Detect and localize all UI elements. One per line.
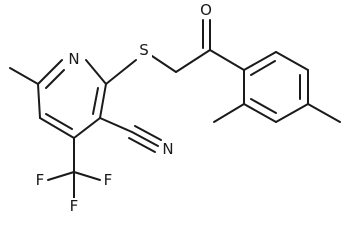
nitrile-group: [99, 117, 162, 153]
pyridine-ring: [37, 59, 107, 139]
atom-label-n: N: [68, 50, 79, 68]
bond-cn-triple-1: [131, 131, 159, 147]
bond-c6-c5: [37, 83, 41, 119]
atom-fluorine-right: F: [101, 171, 115, 189]
bond-ar2-ar3-second: [250, 98, 277, 114]
atom-label-s: S: [139, 41, 149, 59]
atom-label-f-bottom: F: [70, 197, 79, 215]
bond-s-ch2: [151, 55, 177, 73]
bond-ortho-methyl: [213, 103, 245, 123]
atom-label-f-right: F: [104, 171, 113, 189]
bond-c4-c5: [39, 117, 75, 139]
bond-c3-c4: [73, 117, 101, 139]
bond-ar5-ar6: [275, 51, 309, 71]
bond-ar6-ar1-second: [250, 60, 276, 76]
bond-c4-c5-second: [45, 113, 73, 130]
bond-c2-s: [105, 59, 137, 85]
atom-label-f-left: F: [36, 171, 45, 189]
atom-label-nitrile-n: N: [162, 140, 173, 158]
bond-cf3-f-left: [47, 171, 75, 181]
atom-label-o: O: [200, 1, 212, 19]
bond-c2-c3: [99, 83, 107, 119]
bond-carbonyl-aryl: [209, 49, 245, 71]
bond-ar6-ar1: [243, 51, 277, 71]
atom-fluorine-bottom: F: [67, 197, 81, 215]
bond-ar2-ar3: [243, 103, 277, 123]
bond-cn-triple-3: [134, 125, 162, 141]
molecule-structure: N S O N F F F: [9, 1, 341, 215]
bond-para-methyl: [307, 103, 341, 123]
atom-fluorine-left: F: [33, 171, 47, 189]
atom-sulfur: S: [136, 41, 152, 59]
bond-c6-n1: [37, 59, 63, 85]
bond-c3-cn: [99, 117, 133, 133]
bond-c2-c3-second: [92, 87, 99, 115]
carbonyl-group: [202, 19, 211, 51]
bond-n1-c2: [85, 59, 107, 85]
atom-nitrile-n: N: [160, 140, 176, 158]
bond-cn-triple-2: [128, 137, 156, 153]
bond-cf3-f-right: [73, 171, 101, 181]
bond-ar3-ar4: [275, 103, 309, 123]
benzene-ring: [243, 51, 309, 123]
trifluoromethyl-group: [47, 137, 101, 201]
atom-pyridine-n: N: [66, 50, 82, 68]
atom-carbonyl-oxygen: O: [198, 1, 214, 19]
bond-methyl-c6: [9, 67, 39, 85]
bond-c6-n1-second: [45, 69, 65, 89]
bond-ch2-carbonyl: [175, 49, 211, 73]
